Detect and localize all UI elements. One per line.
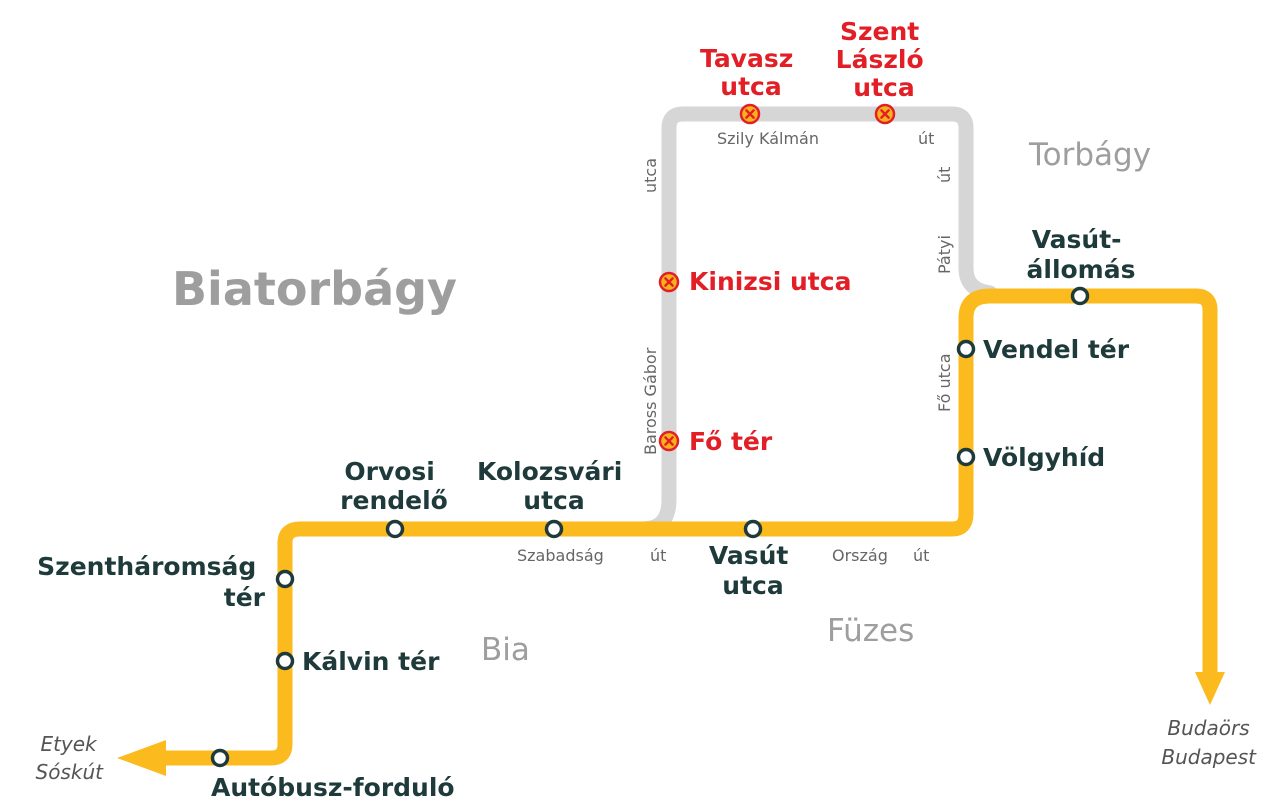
street-szily-ut: út xyxy=(918,129,934,148)
closed-stop-szent-laszlo-utca-icon[interactable] xyxy=(874,103,896,125)
stop-label-kolozsvari-utca: Kolozsvári utca xyxy=(477,457,631,515)
arrow-west-icon xyxy=(117,740,166,776)
street-orszag-ut: út xyxy=(913,546,929,565)
stop-label-autobusz-fordulo: Autóbusz-forduló xyxy=(211,773,455,801)
stop-label-vasutallomas: Vasút- állomás xyxy=(1027,225,1136,284)
stop-marker-orvosi-rendelo[interactable] xyxy=(385,519,405,539)
town-name: Biatorbágy xyxy=(172,262,457,316)
destination-east: Budaörs Budapest xyxy=(1161,716,1257,769)
street-patyi: Pátyi xyxy=(935,235,954,274)
street-fo-utca: Fő utca xyxy=(935,353,954,412)
stop-label-orvosi-rendelo: Orvosi rendelő xyxy=(340,457,448,515)
closed-stop-markers xyxy=(658,103,896,452)
district-fuzes: Füzes xyxy=(827,613,914,649)
district-torbagy: Torbágy xyxy=(1028,137,1151,173)
street-szabadsag: Szabadság xyxy=(517,546,604,565)
stop-marker-kolozsvari-utca[interactable] xyxy=(544,519,564,539)
street-baross-utca: utca xyxy=(641,158,660,193)
closed-stop-label-kinizsi-utca: Kinizsi utca xyxy=(689,267,851,296)
stop-label-vendel-ter: Vendel tér xyxy=(983,335,1130,364)
district-bia: Bia xyxy=(481,632,530,668)
street-szabadsag-ut: út xyxy=(650,546,666,565)
closed-stop-label-fo-ter: Fő tér xyxy=(689,427,773,456)
stop-marker-volgyhid[interactable] xyxy=(956,447,976,467)
street-szily-kalman: Szily Kálmán xyxy=(717,129,819,148)
stop-label-kalvin-ter: Kálvin tér xyxy=(302,647,440,676)
stop-label-szentharomsag-ter: Szentháromság tér xyxy=(37,552,266,612)
closed-stop-label-tavasz-utca: Tavasz utca xyxy=(700,44,802,101)
stop-marker-szentharomsag-ter[interactable] xyxy=(275,569,295,589)
main-route-line xyxy=(157,288,1218,766)
closed-stop-fo-ter-icon[interactable] xyxy=(658,430,680,452)
stop-marker-vasutallomas[interactable] xyxy=(1070,286,1090,306)
stop-markers xyxy=(210,286,1090,768)
street-patyi-ut: út xyxy=(935,167,954,183)
street-orszag: Ország xyxy=(832,546,888,565)
stop-marker-autobusz-fordulo[interactable] xyxy=(210,748,230,768)
detour-route-line xyxy=(634,106,998,537)
stop-marker-kalvin-ter[interactable] xyxy=(275,651,295,671)
street-baross-gabor: Baross Gábor xyxy=(641,347,660,455)
stop-marker-vendel-ter[interactable] xyxy=(956,339,976,359)
closed-stop-tavasz-utca-icon[interactable] xyxy=(739,103,761,125)
closed-stop-label-szent-laszlo-utca: Szent László utca xyxy=(836,17,933,102)
stop-marker-vasut-utca[interactable] xyxy=(743,519,763,539)
destination-west: Etyek Sóskút xyxy=(36,732,105,784)
stop-label-vasut-utca: Vasút utca xyxy=(709,541,797,600)
closed-stop-kinizsi-utca-icon[interactable] xyxy=(658,271,680,293)
arrow-south-icon xyxy=(1195,672,1225,705)
stop-label-volgyhid: Völgyhíd xyxy=(983,443,1105,472)
